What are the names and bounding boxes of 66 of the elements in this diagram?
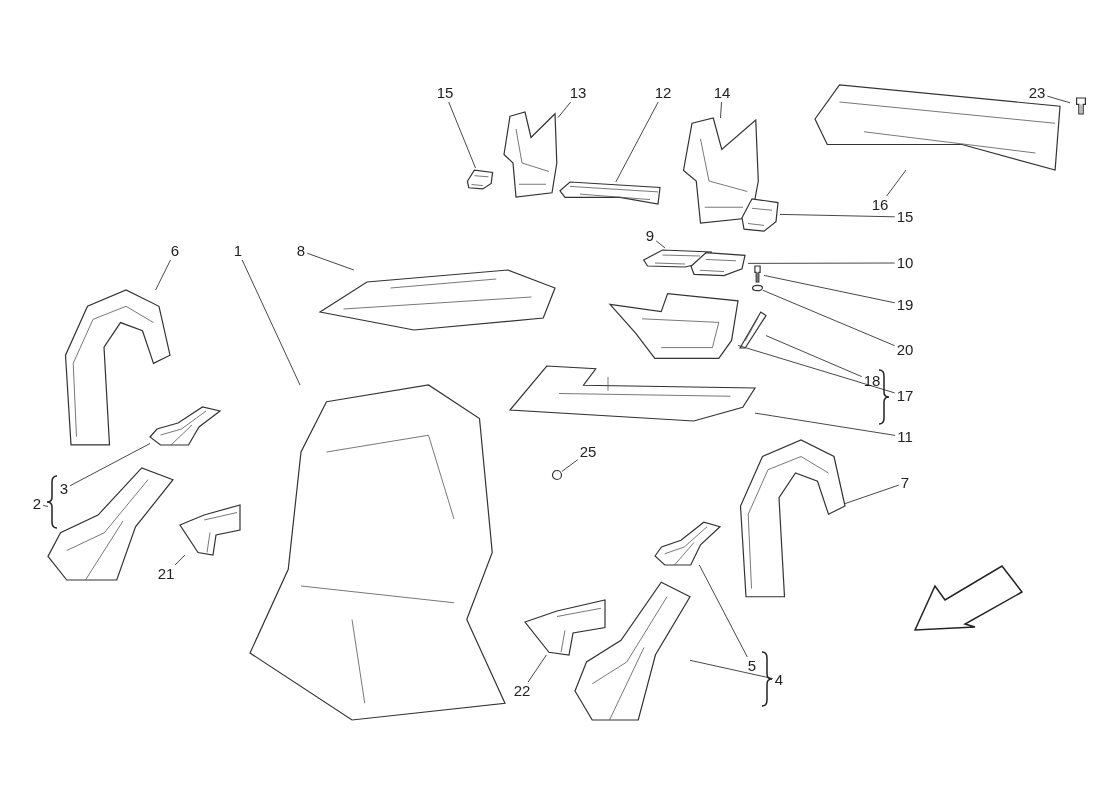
callout-number: 12 [652, 84, 674, 102]
leader-line [737, 344, 896, 394]
bracket-drawing [525, 600, 605, 655]
cross-member-drawing [815, 85, 1060, 170]
leader-line [779, 213, 896, 218]
leader-line [306, 252, 355, 271]
leader-line [241, 259, 301, 386]
leader-line [69, 443, 151, 487]
callout-number: 7 [898, 474, 912, 492]
leader-line [689, 659, 774, 680]
leader-line [754, 412, 896, 436]
leader-line [886, 169, 907, 197]
leader-line [1046, 95, 1071, 104]
cross-member-drawing [560, 182, 660, 204]
callout-number: 19 [894, 296, 916, 314]
callout-number: 21 [155, 565, 177, 583]
leader-line [747, 262, 896, 264]
bracket-plate-drawing [466, 168, 494, 190]
leader-line [844, 484, 900, 505]
side-rail-drawing [655, 520, 720, 565]
leader-line [527, 654, 547, 683]
leader-line [448, 101, 476, 169]
callout-number: 25 [577, 443, 599, 461]
floor-panel-drawing [510, 366, 755, 421]
bracket-plate-drawing [740, 195, 780, 233]
callout-number: 5 [745, 657, 759, 675]
callout-number: 6 [168, 242, 182, 260]
callout-number: 8 [294, 242, 308, 260]
leader-line [762, 289, 896, 347]
leader-line [155, 259, 171, 291]
callout-number: 16 [869, 196, 891, 214]
parcel-shelf-drawing [320, 270, 555, 330]
washer-drawing [752, 285, 763, 291]
bracket-plate-drawing [688, 250, 748, 277]
leader-line [655, 240, 666, 249]
callout-number: 9 [643, 227, 657, 245]
callout-number: 15 [894, 208, 916, 226]
washer-drawing [552, 470, 562, 480]
callout-number: 1 [231, 242, 245, 260]
callout-number: 14 [711, 84, 733, 102]
leader-line [615, 101, 659, 183]
callout-number: 3 [57, 480, 71, 498]
callout-number: 22 [511, 682, 533, 700]
leader-line [765, 335, 863, 378]
reinforcement-drawing [740, 312, 766, 348]
callout-number: 4 [772, 671, 786, 689]
leader-line [557, 101, 572, 119]
leader-line [561, 459, 579, 472]
leader-line [720, 101, 722, 119]
callout-number: 2 [30, 495, 44, 513]
bracket-drawing [180, 505, 240, 555]
side-rail-drawing [150, 405, 220, 445]
leader-line [42, 504, 49, 507]
callout-number: 15 [434, 84, 456, 102]
callout-number: 11 [895, 428, 915, 446]
callout-number: 20 [894, 341, 916, 359]
rear-floor-drawing [250, 385, 505, 720]
callout-number: 23 [1026, 84, 1048, 102]
callout-number: 18 [861, 372, 883, 390]
leader-line [763, 274, 896, 304]
callout-number: 13 [567, 84, 589, 102]
leader-line [698, 564, 748, 658]
bolt-drawing [751, 266, 764, 282]
callout-number: 10 [894, 254, 916, 272]
leader-line [174, 554, 186, 566]
callout-number: 17 [894, 387, 916, 405]
